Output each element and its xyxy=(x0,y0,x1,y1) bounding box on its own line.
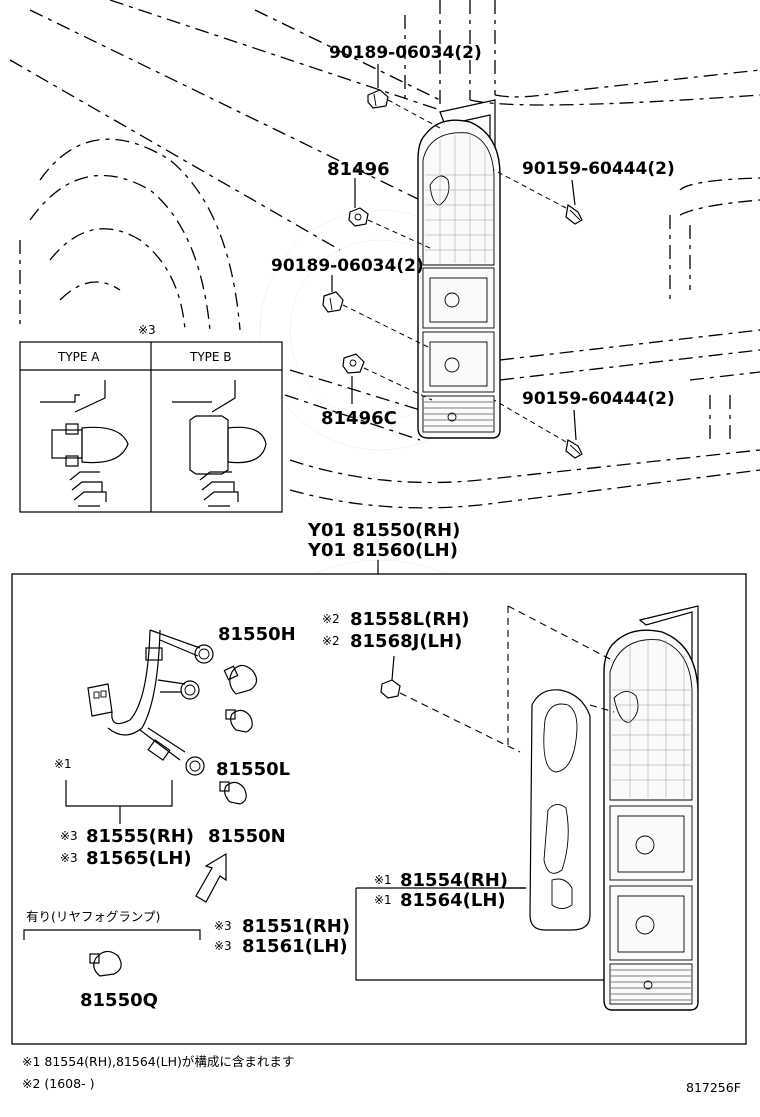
type-a-heading: TYPE A xyxy=(57,350,100,364)
label-assy-lh: Y01 81560(LH) xyxy=(307,540,458,561)
screw-lower-icon xyxy=(565,439,583,459)
label-lens-rh: 81551(RH) xyxy=(242,916,350,937)
label-plug-rh: 81558L(RH) xyxy=(350,609,469,630)
footnotes: ※1 81554(RH),81564(LH)が構成に含まれます ※2 (1608… xyxy=(22,1054,741,1095)
label-screw-lower: 90159-60444(2) xyxy=(522,389,675,409)
lens-assembly-icon xyxy=(603,605,699,1011)
type-a-socket-icon xyxy=(40,380,129,507)
tail-lamp-mounted xyxy=(417,99,501,439)
label-bulb-h: 81550H xyxy=(218,624,296,645)
mark-1-gasket-lh: ※1 xyxy=(374,893,392,907)
leader-lines-top xyxy=(331,64,577,574)
bulb-q-icon xyxy=(89,950,122,977)
type-b-socket-icon xyxy=(172,380,267,507)
mark-1-gasket-rh: ※1 xyxy=(374,873,392,887)
clip-lower-icon xyxy=(322,291,344,313)
bulbs xyxy=(89,664,258,977)
label-bulb-q: 81550Q xyxy=(80,990,158,1011)
label-lens-lh: 81561(LH) xyxy=(242,936,348,957)
label-clip-upper: 90189-06034(2) xyxy=(329,43,482,63)
fog-option-bracket: 有り(リヤフォグランプ) xyxy=(23,909,201,940)
label-socket-rh: 81555(RH) xyxy=(86,826,194,847)
mark-3-socket-rh: ※3 xyxy=(60,829,78,843)
label-nut-81496: 81496 xyxy=(327,159,390,180)
clip-upper-icon xyxy=(367,89,389,109)
wiring-harness-icon xyxy=(87,629,214,776)
label-plug-lh: 81568J(LH) xyxy=(350,631,462,652)
fasteners-top xyxy=(322,89,583,459)
screw-upper-icon xyxy=(565,203,583,225)
label-gasket-rh: 81554(RH) xyxy=(400,870,508,891)
mark-3-lens-lh: ※3 xyxy=(214,939,232,953)
figure-id: 817256F xyxy=(686,1080,741,1095)
bulb-h-icon xyxy=(223,664,258,695)
direction-arrow-icon xyxy=(195,852,227,903)
lens-bracket xyxy=(355,887,606,981)
label-clip-lower: 90189-06034(2) xyxy=(271,256,424,276)
nut-81496c-icon xyxy=(342,353,365,374)
label-bulb-l: 81550L xyxy=(216,759,290,780)
mark-2-plug-lh: ※2 xyxy=(322,634,340,648)
label-bulb-n: 81550N xyxy=(208,826,286,847)
bulb-n-icon xyxy=(219,781,247,805)
label-screw-upper: 90159-60444(2) xyxy=(522,159,675,179)
label-nut-81496c: 81496C xyxy=(321,408,397,429)
gasket-icon xyxy=(529,689,591,931)
footnote-1: ※1 81554(RH),81564(LH)が構成に含まれます xyxy=(22,1054,294,1069)
mark-3-socket-lh: ※3 xyxy=(60,851,78,865)
vehicle-body-outline xyxy=(9,0,760,509)
plug-icon xyxy=(380,655,401,699)
alignment-lines-bottom xyxy=(399,605,615,753)
type-b-heading: TYPE B xyxy=(189,350,232,364)
label-gasket-lh: 81564(LH) xyxy=(400,890,506,911)
mark-1-socket: ※1 xyxy=(54,757,72,771)
footnote-2: ※2 (1608- ) xyxy=(22,1076,94,1091)
socket-type-inset: ※3 TYPE A TYPE B xyxy=(19,323,283,513)
socket-group-bracket: ※1 xyxy=(54,757,173,824)
inset-mark: ※3 xyxy=(138,323,156,337)
top-part-labels: 90189-06034(2) 81496 90159-60444(2) 9018… xyxy=(271,43,675,561)
bottom-part-labels: 81550H 81550L 81550N 81550Q ※3 81555(RH)… xyxy=(60,609,508,1011)
fog-option-label: 有り(リヤフォグランプ) xyxy=(26,909,160,924)
bulb-l-icon xyxy=(225,709,253,733)
mark-2-plug-rh: ※2 xyxy=(322,612,340,626)
mark-3-lens-rh: ※3 xyxy=(214,919,232,933)
label-socket-lh: 81565(LH) xyxy=(86,848,192,869)
label-assy-rh: Y01 81550(RH) xyxy=(307,520,460,541)
nut-81496-icon xyxy=(348,207,369,227)
